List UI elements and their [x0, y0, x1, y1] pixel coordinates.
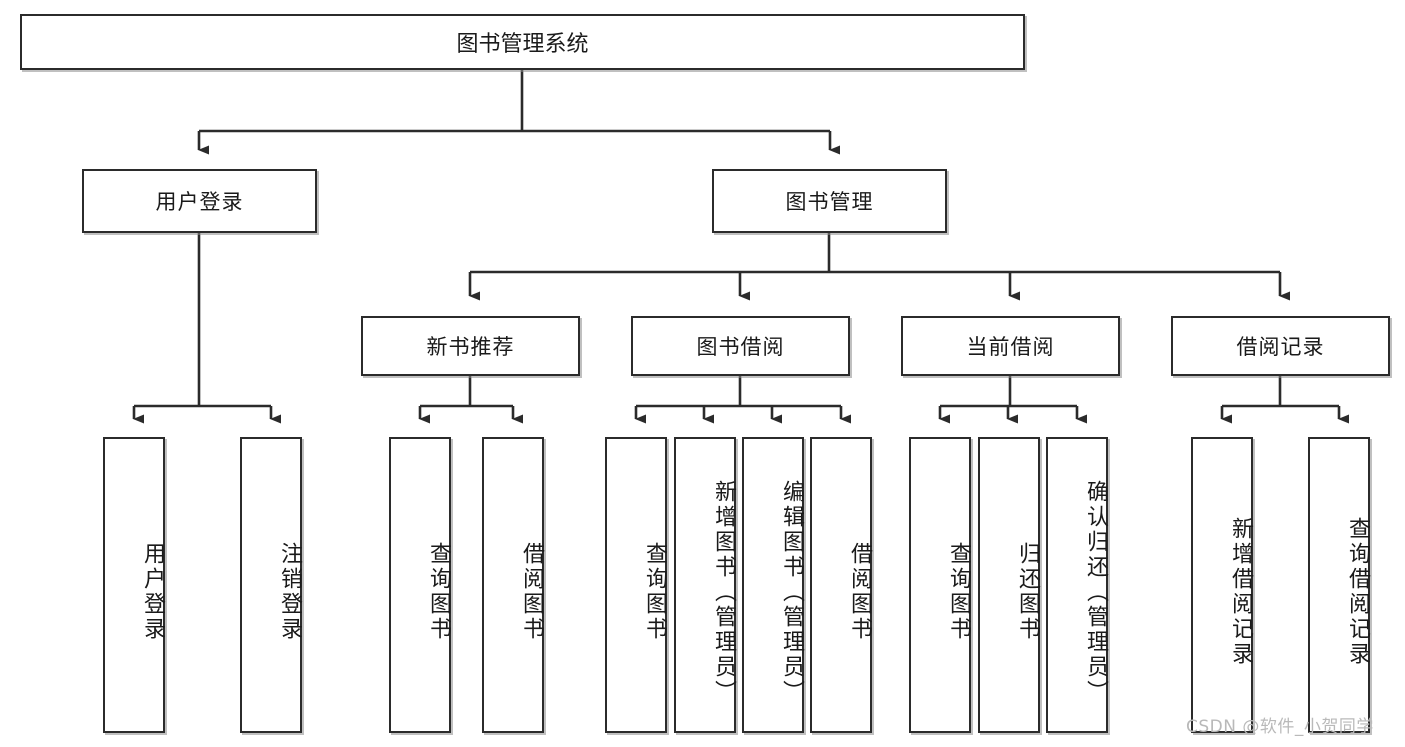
- leaf-label: 查询图书: [642, 542, 667, 642]
- leaf-add-book-admin[interactable]: 新增图书（管理员）: [674, 437, 736, 733]
- node-current-borrow[interactable]: 当前借阅: [901, 316, 1120, 376]
- leaf-user-login[interactable]: 用户登录: [103, 437, 165, 733]
- node-book-borrow[interactable]: 图书借阅: [631, 316, 850, 376]
- leaf-return-book[interactable]: 归还图书: [978, 437, 1040, 733]
- leaf-edit-book-admin[interactable]: 编辑图书（管理员）: [742, 437, 804, 733]
- leaf-label: 借阅图书: [847, 542, 872, 642]
- leaf-label: 新增借阅记录: [1228, 517, 1253, 667]
- leaf-label: 用户登录: [140, 542, 165, 642]
- leaf-borrow-book-recommend[interactable]: 借阅图书: [482, 437, 544, 733]
- node-label: 图书管理系统: [456, 32, 589, 57]
- leaf-label: 借阅图书: [519, 542, 544, 642]
- leaf-logout-login[interactable]: 注销登录: [240, 437, 302, 733]
- leaf-borrow-book[interactable]: 借阅图书: [810, 437, 872, 733]
- leaf-confirm-return-admin[interactable]: 确认归还（管理员）: [1046, 437, 1108, 733]
- leaf-label: 查询图书: [426, 542, 451, 642]
- leaf-query-borrow-record[interactable]: 查询借阅记录: [1308, 437, 1370, 733]
- leaf-query-book-current[interactable]: 查询图书: [909, 437, 971, 733]
- leaf-label: 注销登录: [277, 542, 302, 642]
- node-new-book-recommend[interactable]: 新书推荐: [361, 316, 580, 376]
- leaf-label: 查询借阅记录: [1345, 517, 1370, 667]
- leaf-query-book-borrow[interactable]: 查询图书: [605, 437, 667, 733]
- watermark: CSDN @软件_小贺同学: [1186, 717, 1374, 737]
- leaf-label: 编辑图书（管理员）: [779, 479, 804, 705]
- node-label: 图书管理: [785, 190, 874, 214]
- node-root-book-management-system[interactable]: 图书管理系统: [20, 14, 1025, 70]
- node-label: 借阅记录: [1236, 335, 1325, 359]
- leaf-add-borrow-record[interactable]: 新增借阅记录: [1191, 437, 1253, 733]
- leaf-label: 查询图书: [946, 542, 971, 642]
- leaf-label: 新增图书（管理员）: [711, 479, 736, 705]
- leaf-query-book-recommend[interactable]: 查询图书: [389, 437, 451, 733]
- leaf-label: 归还图书: [1015, 542, 1040, 642]
- node-label: 图书借阅: [696, 335, 785, 359]
- node-borrow-record[interactable]: 借阅记录: [1171, 316, 1390, 376]
- leaf-label: 确认归还（管理员）: [1083, 479, 1108, 705]
- node-user-login[interactable]: 用户登录: [82, 169, 317, 233]
- node-label: 用户登录: [155, 190, 244, 214]
- node-book-management[interactable]: 图书管理: [712, 169, 947, 233]
- node-label: 新书推荐: [426, 335, 515, 359]
- node-label: 当前借阅: [966, 335, 1055, 359]
